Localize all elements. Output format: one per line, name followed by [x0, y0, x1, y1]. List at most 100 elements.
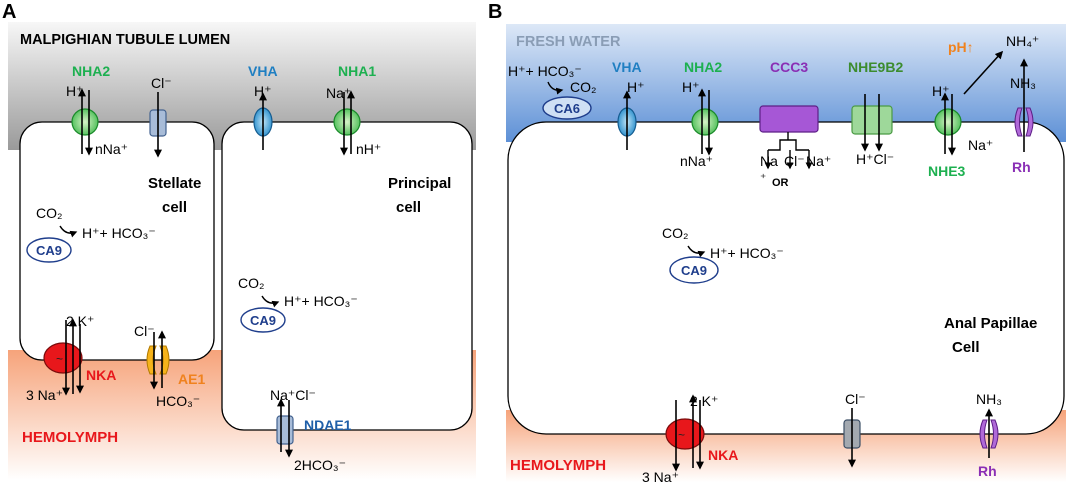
ccc3-or: OR: [772, 177, 789, 189]
ca6-enzyme: [542, 96, 592, 120]
ccc3-plus: ⁺: [760, 171, 766, 185]
vha-proton-b: H⁺: [627, 79, 645, 95]
ccc3-sodium-2: Na⁺: [806, 153, 831, 169]
nhe9b2-exchanger: NHE9B2 H⁺Cl⁻: [848, 59, 903, 167]
vha-label-b: VHA: [612, 59, 642, 75]
nhe3-proton: H⁺: [932, 83, 950, 99]
nha2-proton-a: H⁺: [66, 83, 84, 99]
nha2-sodium-a: nNa⁺: [95, 141, 128, 157]
ca9-reaction-stellate: CO₂ H⁺+ HCO₃⁻ CA9: [26, 205, 156, 263]
nhe3-exchanger: H⁺ Na⁺ NHE3: [928, 83, 993, 179]
nhe9b2-ions: H⁺Cl⁻: [856, 151, 894, 167]
rh-icon-bottom: [990, 419, 999, 449]
chloride-channel-a: Cl⁻: [149, 75, 172, 158]
ae1-label: AE1: [178, 371, 205, 387]
ammonia-top-label: NH₃: [1010, 75, 1036, 91]
nka-potassium-a: 2 K⁺: [66, 313, 94, 329]
stellate-label-2: cell: [162, 199, 187, 216]
nka-sodium-a: 3 Na⁺: [26, 387, 63, 403]
stellate-cell: [19, 121, 215, 361]
nha2-sodium-b: nNa⁺: [680, 153, 713, 169]
ca9-label-stellate: CA9: [36, 243, 62, 258]
ndae1-label: NDAE1: [304, 417, 352, 433]
ca9-label-principal: CA9: [250, 313, 276, 328]
nhe9b2-icon: [851, 105, 893, 135]
ae1-bicarbonate: HCO₃⁻: [156, 393, 200, 409]
hemolymph-label-b: HEMOLYMPH: [510, 457, 606, 474]
ae1-exchanger: Cl⁻ AE1 HCO₃⁻: [134, 323, 205, 409]
svg-text:~: ~: [678, 428, 685, 442]
hemolymph-label-a: HEMOLYMPH: [22, 429, 118, 446]
vha-label-a: VHA: [248, 63, 278, 79]
svg-text:~: ~: [56, 352, 63, 366]
nha1-sodium: Na⁺: [326, 85, 351, 101]
nha1-label: NHA1: [338, 63, 376, 79]
panel-b-letter: B: [488, 1, 502, 23]
ca9-label-b: CA9: [681, 263, 707, 278]
ammonium-label: NH₄⁺: [1006, 33, 1039, 49]
nha2-icon: [71, 108, 99, 136]
reaction-label-stellate: H⁺+ HCO₃⁻: [82, 225, 156, 241]
nhe3-icon: [934, 108, 962, 136]
nhe3-sodium: Na⁺: [968, 137, 993, 153]
nka-label-b: NKA: [708, 447, 738, 463]
ccc3-sodium-1: Na: [760, 153, 778, 169]
nha2-transporter-a: NHA2 H⁺ nNa⁺: [66, 63, 128, 157]
nka-label-a: NKA: [86, 367, 116, 383]
nha1-transporter-a: NHA1 Na⁺ nH⁺: [326, 63, 381, 157]
ca6-reaction: H⁺+ HCO₃⁻ CO₂ CA6: [508, 63, 596, 120]
cell-label-2: Cell: [952, 339, 980, 356]
nha2-icon-b: [691, 108, 719, 136]
nka-potassium-b: 2 K⁺: [690, 393, 718, 409]
vha-pump-a: VHA H⁺: [248, 63, 278, 150]
ammonia-bottom-label: NH₃: [976, 391, 1002, 407]
nha2-transporter-b: NHA2 H⁺ nNa⁺: [680, 59, 722, 169]
co2-top-label: CO₂: [570, 79, 596, 95]
co2-label-stellate: CO₂: [36, 205, 62, 221]
ndae1-bicarbonate: 2HCO₃⁻: [294, 457, 346, 473]
panel-a-letter: A: [2, 1, 16, 23]
ca9-reaction-principal: CO₂ H⁺+ HCO₃⁻ CA9: [238, 275, 358, 333]
top-reaction-label: H⁺+ HCO₃⁻: [508, 63, 582, 79]
ca9-enzyme-b: [669, 256, 719, 284]
co2-mid-label: CO₂: [662, 225, 688, 241]
fresh-water-label: FRESH WATER: [516, 34, 621, 50]
chloride-label-a: Cl⁻: [151, 75, 172, 91]
nha2-label-b: NHA2: [684, 59, 722, 75]
ccc3-cotransporter: CCC3 Na ⁺ Cl⁻ Na⁺ OR: [759, 59, 831, 189]
chloride-channel-b: Cl⁻: [843, 391, 866, 468]
principal-label-1: Principal: [388, 175, 451, 192]
ph-label: pH↑: [948, 39, 974, 55]
nha1-proton: nH⁺: [356, 141, 381, 157]
rh-icon-top: [1025, 107, 1034, 137]
ndae1-exchanger: Na⁺Cl⁻ NDAE1 2HCO₃⁻: [270, 387, 352, 473]
panel-b: B FRESH WATER HEMOLYMPH Anal Papillae Ce…: [488, 1, 1066, 485]
nka-sodium-b: 3 Na⁺: [642, 469, 679, 485]
ccc3-label: CCC3: [770, 59, 808, 75]
ammonia-conversion: pH↑ NH₄⁺: [948, 33, 1039, 95]
stellate-label-1: Stellate: [148, 175, 201, 192]
reaction-label-principal: H⁺+ HCO₃⁻: [284, 293, 358, 309]
co2-label-principal: CO₂: [238, 275, 264, 291]
ca6-label: CA6: [554, 101, 580, 116]
chloride-label-b: Cl⁻: [845, 391, 866, 407]
rh-channel-bottom: NH₃ Rh: [976, 391, 1002, 479]
ndae1-icon: [276, 415, 294, 445]
vha-pump-b: VHA H⁺: [612, 59, 645, 150]
reaction-mid-label: H⁺+ HCO₃⁻: [710, 245, 784, 261]
ccc3-icon: [759, 105, 819, 133]
panel-a: A MALPIGHIAN TUBULE LUMEN HEMOLYMPH Stel…: [2, 1, 476, 480]
ca9-enzyme-principal: [240, 307, 286, 333]
vha-proton-a: H⁺: [254, 83, 272, 99]
nka-pump-b: ~ 2 K⁺ 3 Na⁺ NKA: [642, 393, 738, 485]
nha1-icon: [333, 108, 361, 136]
cell-label-1: Anal Papillae: [944, 315, 1037, 332]
nka-pump-a: ~ 2 K⁺ 3 Na⁺ NKA: [26, 313, 116, 403]
rh-channel-top: NH₃ Rh: [1010, 58, 1036, 175]
ca9-enzyme-stellate: [26, 237, 72, 263]
lumen-label: MALPIGHIAN TUBULE LUMEN: [20, 32, 230, 48]
ca9-reaction-b: CO₂ H⁺+ HCO₃⁻ CA9: [662, 225, 784, 284]
ae1-chloride: Cl⁻: [134, 323, 155, 339]
